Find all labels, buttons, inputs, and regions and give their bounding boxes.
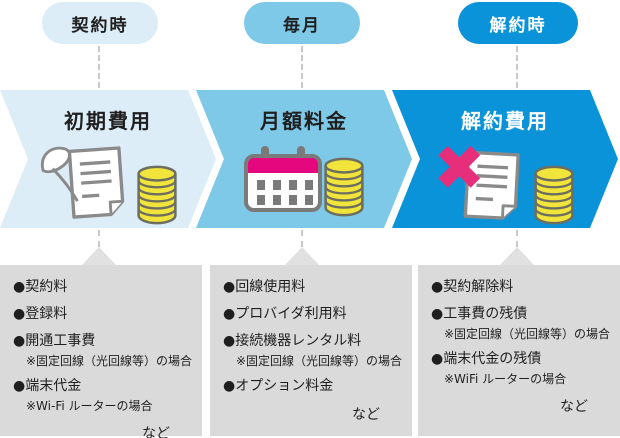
etc-label: など: [142, 425, 170, 438]
contract-quill-icon: [37, 142, 137, 224]
fee-item: ●端末代金: [13, 378, 82, 395]
cancel-document-icon: [434, 142, 534, 224]
calendar-icon: [242, 142, 324, 216]
connector-dashed: [516, 46, 518, 88]
coin-stack-icon: [532, 164, 576, 226]
timing-pill-cancel: 解約時: [458, 2, 578, 44]
fee-item-note: ※Wi-Fi ルーターの場合: [26, 399, 153, 414]
fee-list-cancel: ●契約解除料 ●工事費の残債 ※固定回線（光回線等）の場合 ●端末代金の残債 ※…: [418, 265, 620, 436]
fee-item-note: ※固定回線（光回線等）の場合: [26, 353, 193, 368]
fee-item-note: ※WiFi ルーターの場合: [444, 372, 567, 387]
timing-pill-contract: 契約時: [42, 2, 158, 44]
stage-title: 解約費用: [461, 109, 549, 133]
box-pointer-triangle: [285, 247, 319, 265]
connector-dashed: [301, 46, 303, 88]
fee-item: ●オプション料金: [223, 378, 334, 395]
fee-item: ●接続機器レンタル料: [223, 332, 362, 349]
fee-list-monthly: ●回線使用料 ●プロバイダ利用料 ●接続機器レンタル料 ※固定回線（光回線等）の…: [210, 265, 412, 436]
fee-item: ●登録料: [13, 305, 68, 322]
stage-arrow-initial-cost: 初期費用: [0, 90, 216, 228]
box-pointer-triangle: [82, 247, 116, 265]
stage-arrow-cancel-cost: 解約費用: [392, 90, 618, 228]
fee-item: ●プロバイダ利用料: [223, 305, 347, 322]
fee-item-note: ※固定回線（光回線等）の場合: [236, 353, 403, 368]
fee-list-initial: ●契約料 ●登録料 ●開通工事費 ※固定回線（光回線等）の場合 ●端末代金 ※W…: [0, 265, 202, 438]
connector-dashed: [98, 230, 100, 247]
connector-dashed: [301, 230, 303, 247]
connector-dashed: [98, 46, 100, 88]
fee-item: ●契約料: [13, 279, 68, 295]
fee-item-note: ※固定回線（光回線等）の場合: [444, 326, 611, 341]
fee-item: ●工事費の残債: [431, 305, 528, 322]
coin-stack-icon: [322, 156, 366, 218]
etc-label: など: [560, 398, 588, 415]
fee-item: ●開通工事費: [13, 332, 96, 349]
fee-item: ●契約解除料: [431, 279, 514, 295]
box-pointer-triangle: [500, 247, 534, 265]
fee-item: ●端末代金の残債: [431, 351, 542, 368]
fee-item: ●回線使用料: [223, 279, 306, 295]
timing-pill-monthly: 毎月: [244, 2, 360, 44]
stage-title: 月額料金: [260, 109, 348, 133]
coin-stack-icon: [135, 164, 179, 226]
stage-arrow-monthly-fee: 月額料金: [196, 90, 412, 228]
etc-label: など: [352, 407, 380, 424]
connector-dashed: [516, 230, 518, 247]
stage-title: 初期費用: [64, 109, 152, 133]
